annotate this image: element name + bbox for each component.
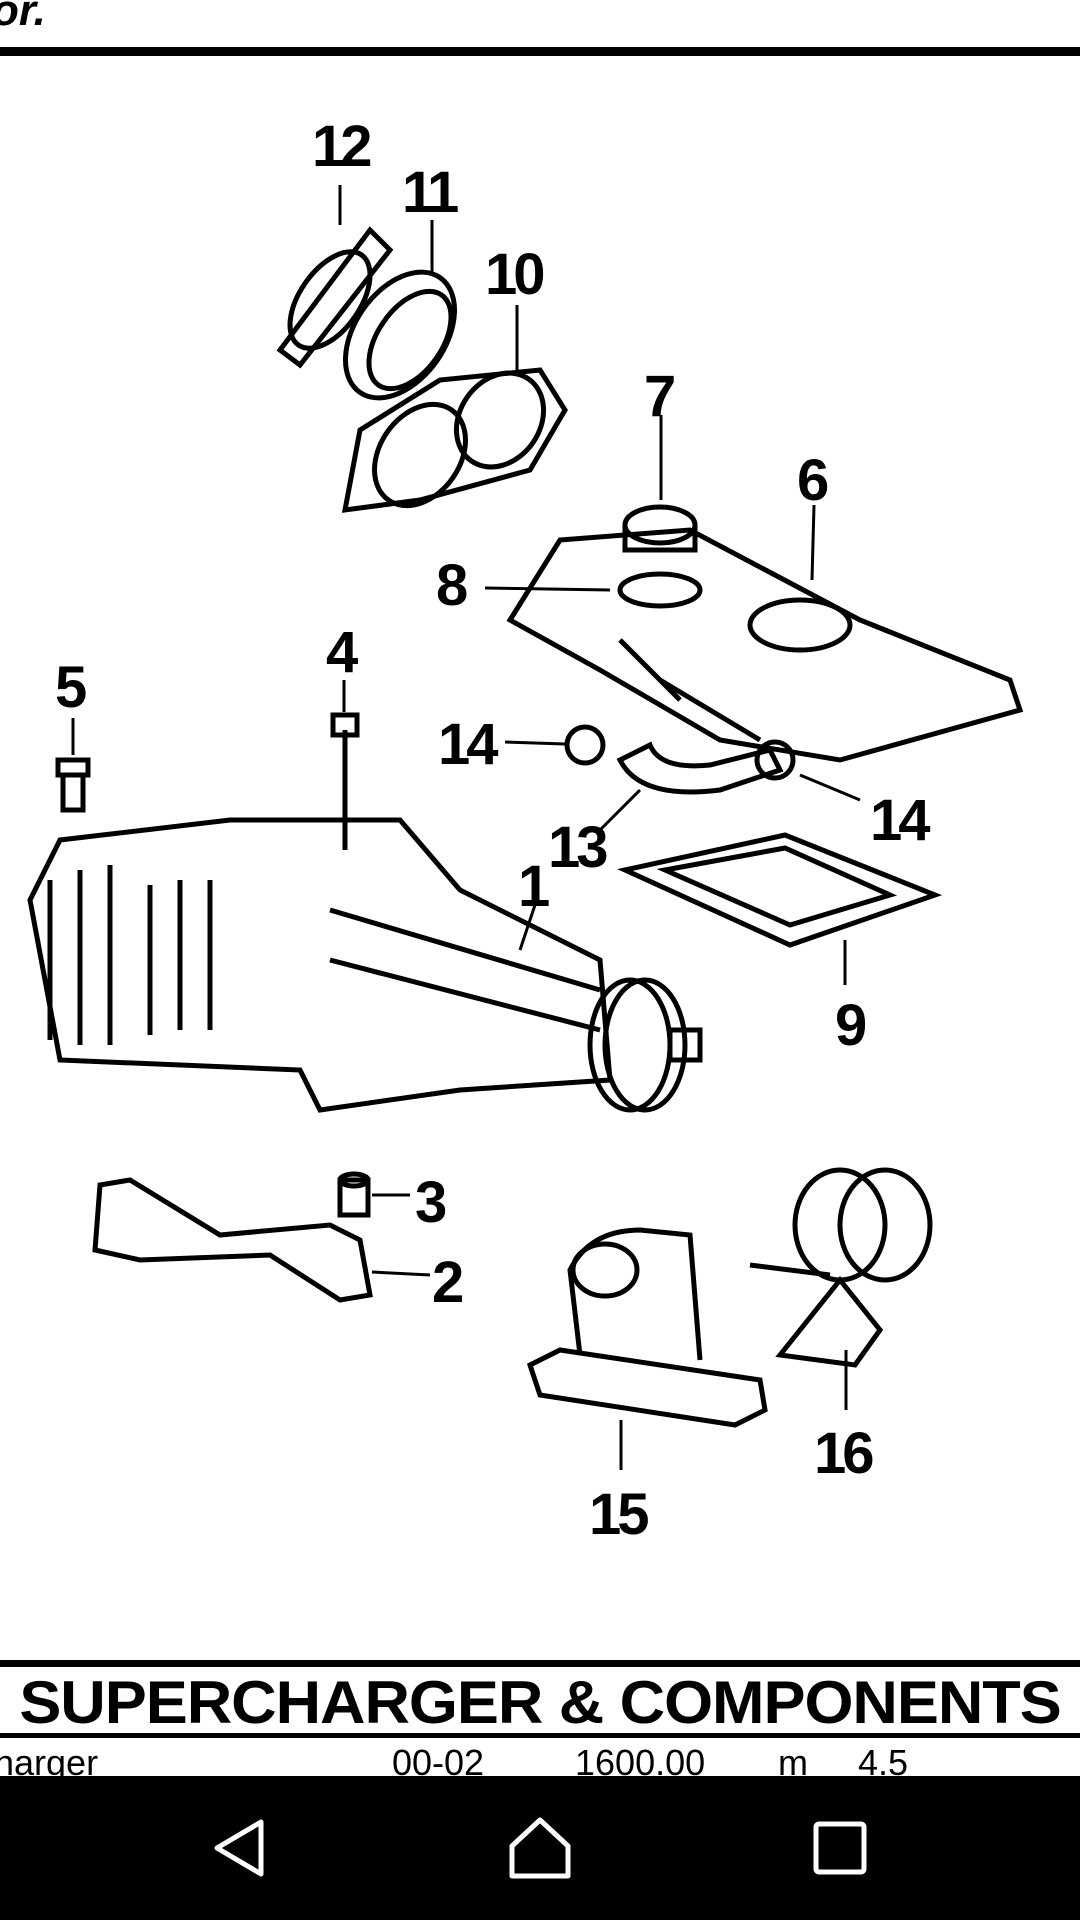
callout-6: 6: [797, 448, 828, 513]
part-7-cap: [622, 504, 698, 553]
callout-11: 11: [402, 160, 458, 225]
callout-5: 5: [55, 655, 86, 720]
part-unit: m: [778, 1742, 808, 1782]
part-14-clamp: [564, 724, 796, 781]
callout-8: 8: [436, 553, 467, 618]
callout-16: 16: [814, 1421, 873, 1486]
callout-1: 1: [518, 854, 549, 919]
part-1-supercharger: [27, 817, 703, 1113]
callout-15: 15: [589, 1482, 648, 1547]
android-nav-bar: [0, 1776, 1080, 1920]
part-3-spacer: [337, 1171, 371, 1218]
recents-icon[interactable]: [804, 1812, 876, 1884]
callout-4: 4: [326, 620, 358, 685]
part-9-gasket: [617, 832, 943, 948]
callout-13: 13: [548, 815, 607, 880]
part-5-bolt: [55, 757, 91, 813]
callout-10: 10: [485, 242, 543, 307]
callout-9: 9: [835, 993, 866, 1058]
part-qty: 4.5: [858, 1742, 909, 1782]
leader-lines: [71, 185, 861, 1470]
callout-2: 2: [432, 1250, 462, 1315]
home-icon[interactable]: [504, 1812, 576, 1884]
part-code: 00-02: [392, 1742, 485, 1782]
callout-3: 3: [415, 1170, 446, 1235]
callout-12: 12: [312, 114, 370, 179]
top-rule: [0, 47, 1080, 56]
part-price: 1600.00: [575, 1742, 706, 1782]
title-bottom-rule: [0, 1733, 1080, 1738]
header-text-fragment: or.: [0, 0, 46, 35]
section-title: SUPERCHARGER & COMPONENTS: [19, 1669, 1061, 1736]
back-icon[interactable]: [205, 1812, 277, 1884]
part-2-bracket: [92, 1177, 373, 1303]
part-8-seal: [617, 571, 703, 609]
part-name: harger: [0, 1742, 99, 1782]
part-11-seal: [342, 269, 458, 401]
parts-table-row: harger 00-02 1600.00 m 4.5: [0, 1742, 1080, 1782]
title-top-rule: [0, 1660, 1080, 1667]
part-15-throttle-housing: [526, 1227, 768, 1428]
callout-14-right: 14: [870, 788, 930, 853]
supercharger-exploded-diagram: 1 2 3 4 5 6 7 8 9 10 11 12 13 14 14 15 1…: [27, 114, 1024, 1547]
callout-14-left: 14: [438, 712, 498, 777]
part-13-hose: [616, 741, 784, 795]
part-16-actuator: [749, 1167, 933, 1368]
part-4-stud: [330, 712, 360, 850]
callout-7: 7: [644, 364, 674, 429]
part-12-gasket: [276, 226, 394, 369]
part-10-flange: [341, 367, 568, 513]
